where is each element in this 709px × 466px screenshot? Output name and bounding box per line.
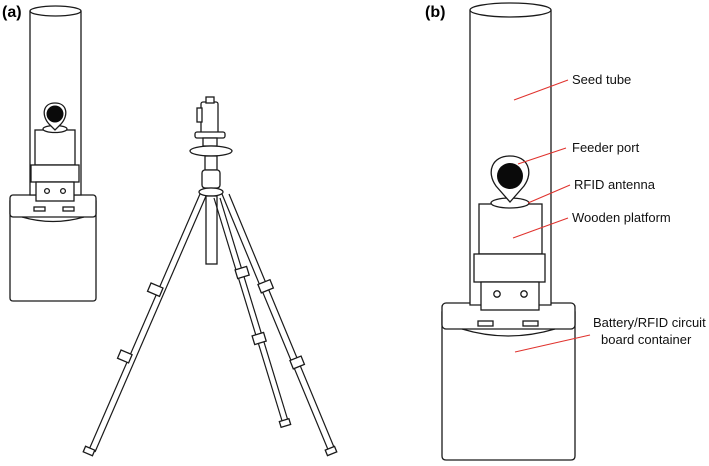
tripod-illustration xyxy=(82,96,338,457)
leader-seed-tube xyxy=(513,79,569,101)
label-seed-tube: Seed tube xyxy=(572,72,631,87)
feeder-port-hole-large xyxy=(497,163,523,189)
leader-wooden-platform xyxy=(512,217,569,239)
leader-feeder-port xyxy=(517,147,567,165)
label-wooden-platform: Wooden platform xyxy=(572,210,671,225)
label-container-line1: Battery/RFID circuit xyxy=(593,315,706,330)
panel-label-b: (b) xyxy=(425,4,445,21)
leader-container xyxy=(514,334,591,353)
label-container-line2: board container xyxy=(601,332,692,347)
leader-rfid-antenna xyxy=(527,184,571,204)
panel-label-a: (a) xyxy=(2,4,22,21)
feeder-small-illustration xyxy=(9,5,97,302)
label-feeder-port: Feeder port xyxy=(572,140,640,155)
feeder-large-illustration xyxy=(441,2,576,461)
label-rfid-antenna: RFID antenna xyxy=(574,177,656,192)
feeder-port-hole-small xyxy=(46,105,64,123)
